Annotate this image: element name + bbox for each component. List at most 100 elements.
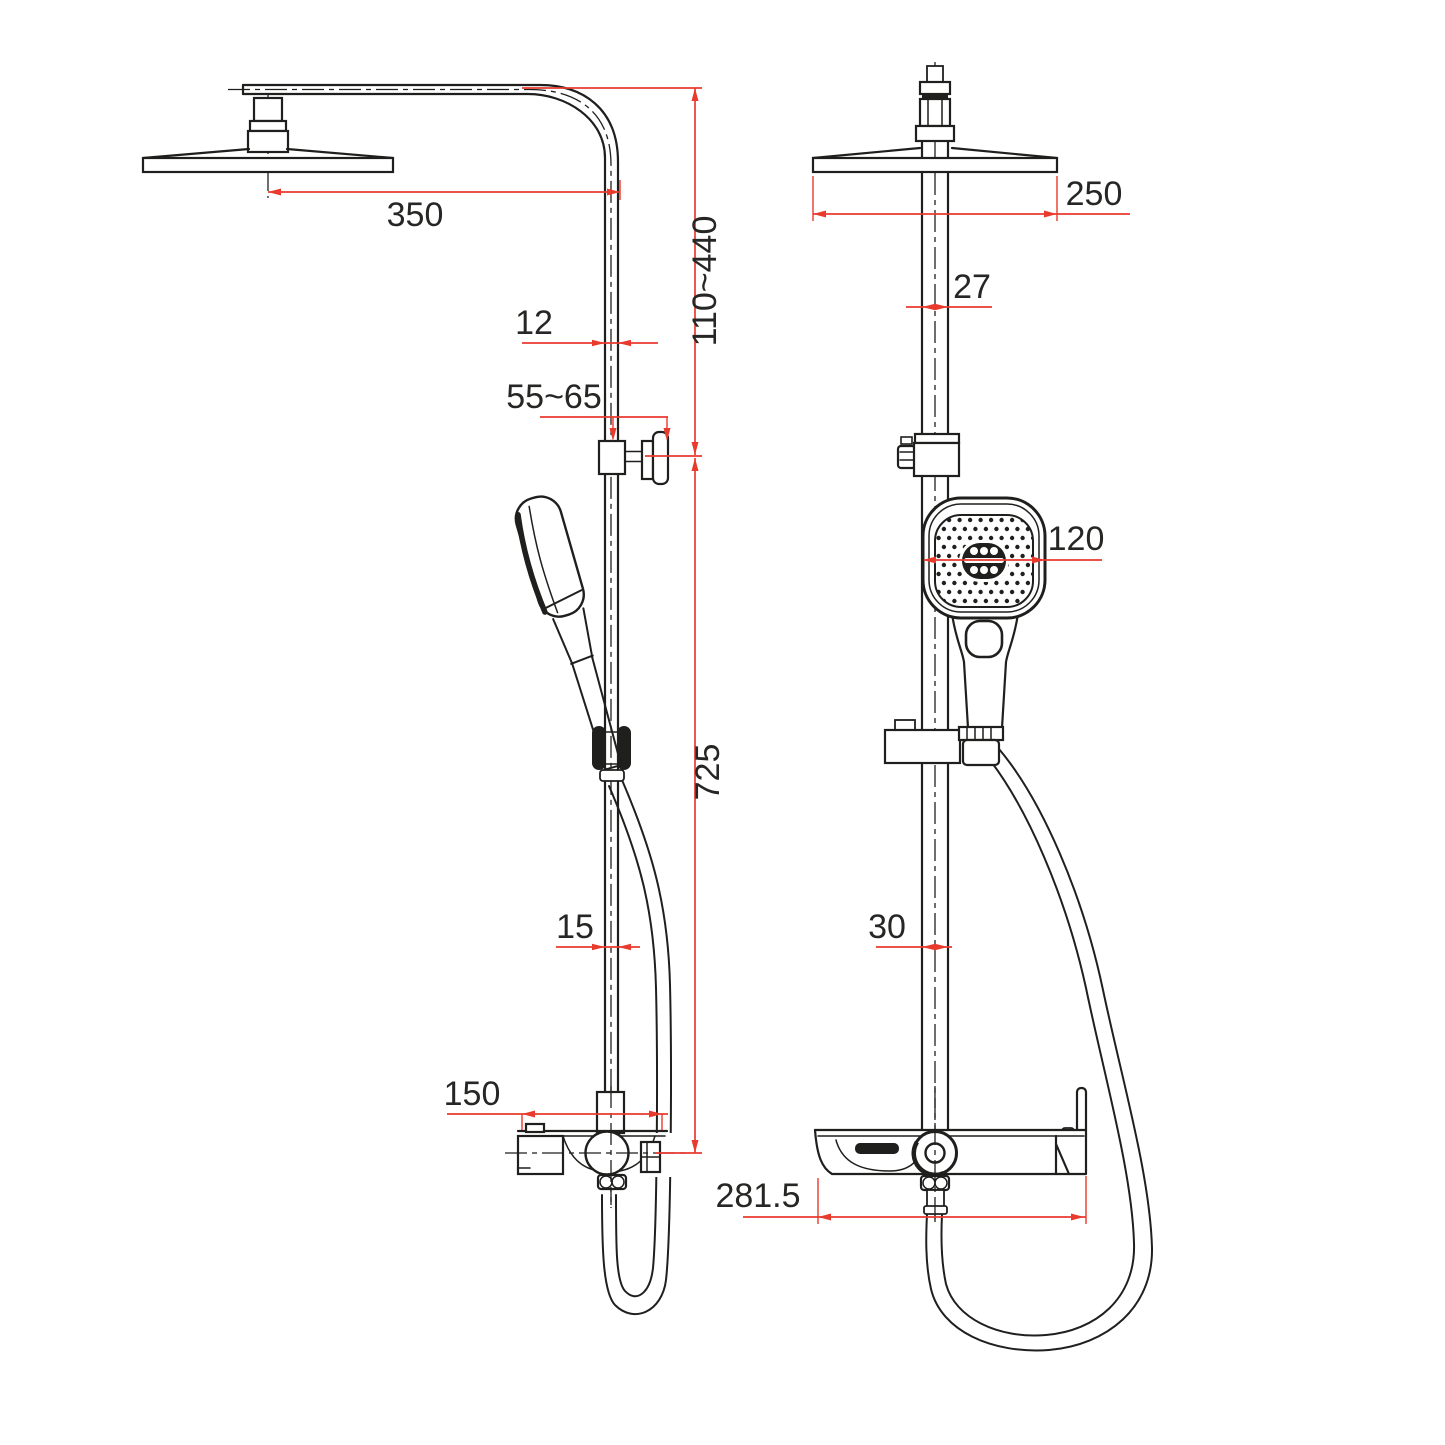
dim-head-width: 250 bbox=[812, 175, 1130, 221]
shower-hose-side bbox=[601, 779, 672, 1316]
bracket-block-front bbox=[912, 441, 961, 478]
connector-stub bbox=[926, 65, 944, 83]
connector-band bbox=[922, 94, 948, 99]
dim-height-range: 110~440 bbox=[522, 87, 724, 455]
wall-bracket-front bbox=[896, 432, 961, 478]
pill-dot-6 bbox=[990, 566, 998, 574]
head-cone-lines-front bbox=[811, 146, 1059, 160]
holder-lower-piece bbox=[599, 769, 625, 782]
head-dome-lines bbox=[141, 147, 395, 160]
bracket-clamp bbox=[597, 439, 627, 476]
dim-label-110-440: 110~440 bbox=[686, 216, 724, 347]
dim-label-150: 150 bbox=[444, 1075, 501, 1113]
dim-lower-pipe-side: 15 bbox=[556, 908, 640, 951]
hand-shower-holder-front bbox=[883, 719, 962, 765]
mixer-valve-side bbox=[516, 1090, 674, 1191]
rain-shower-head-front bbox=[811, 146, 1059, 174]
pill-dot-4 bbox=[970, 566, 978, 574]
head-disc-front bbox=[811, 156, 1059, 174]
dim-label-725: 725 bbox=[689, 744, 727, 801]
rain-shower-head-side bbox=[141, 96, 395, 174]
hose-outer-line bbox=[601, 779, 672, 1316]
arm-inner-line bbox=[241, 92, 607, 1133]
connector-flange bbox=[914, 124, 956, 143]
bracket-knob-lines bbox=[899, 451, 915, 461]
ceiling-connector-front bbox=[914, 65, 956, 143]
shelf-outline bbox=[813, 1128, 1088, 1176]
hose-nut-circle-b bbox=[611, 1175, 625, 1189]
connector-nut bbox=[918, 80, 952, 96]
arm-outer-line bbox=[241, 83, 620, 1133]
dim-label-15: 15 bbox=[556, 908, 594, 946]
dim-hand-shower-width: 120 bbox=[923, 520, 1104, 564]
mixer-left-step bbox=[517, 1167, 564, 1175]
dim-rail-length: 725 bbox=[645, 455, 727, 1154]
pill-dot-1 bbox=[970, 547, 978, 555]
bracket-stem bbox=[624, 450, 643, 463]
hand-shower-back-line bbox=[528, 505, 559, 614]
side-view bbox=[141, 83, 688, 1316]
dim-label-12: 12 bbox=[515, 304, 553, 342]
handle-nut-ticks bbox=[966, 726, 992, 741]
mixer-top-button bbox=[524, 1122, 546, 1134]
handle-nut-band bbox=[957, 725, 1005, 742]
head-disc bbox=[141, 156, 395, 174]
dim-upper-pipe-side: 12 bbox=[515, 304, 658, 347]
shower-hose-front bbox=[925, 748, 1154, 1352]
bracket-wall-plate bbox=[651, 430, 670, 486]
mixer-right-nut-lines bbox=[640, 1141, 661, 1173]
tray-slot bbox=[855, 1143, 899, 1154]
dim-label-30: 30 bbox=[868, 908, 906, 946]
mixer-lever bbox=[1075, 1086, 1088, 1136]
head-connector-ring bbox=[248, 119, 288, 133]
bracket-knob bbox=[896, 444, 917, 470]
bracket-flange bbox=[640, 439, 655, 481]
dim-label-120: 120 bbox=[1048, 520, 1105, 558]
riser-centerline bbox=[228, 88, 612, 1208]
hand-shower-button bbox=[964, 619, 1004, 659]
dim-shelf-width: 281.5 bbox=[715, 1176, 1087, 1224]
dim-label-281-5: 281.5 bbox=[715, 1177, 800, 1215]
wall-bracket-side bbox=[597, 430, 670, 486]
connector-body-lines bbox=[927, 98, 943, 127]
head-connector-nut bbox=[252, 96, 284, 123]
bracket-knob-tab bbox=[900, 436, 913, 445]
pill-dot-3 bbox=[990, 547, 998, 555]
hand-shower-holder-side bbox=[592, 726, 631, 782]
dimensions: 350 110~440 12 55~65 725 15 bbox=[268, 87, 1130, 1224]
dim-lower-pipe-front: 30 bbox=[868, 908, 952, 951]
hand-shower-face-inner-ring bbox=[928, 503, 1040, 613]
handle-hose-fitting bbox=[961, 738, 1001, 767]
hand-shower-front bbox=[921, 496, 1047, 767]
dim-label-250: 250 bbox=[1066, 175, 1123, 213]
dim-mixer-depth: 150 bbox=[444, 1075, 668, 1130]
hose-front-outer bbox=[925, 748, 1154, 1352]
hand-shower-head-side bbox=[514, 495, 585, 618]
connector-body bbox=[918, 97, 952, 128]
side-view-centerlines bbox=[228, 88, 612, 1208]
pill-dot-2 bbox=[980, 547, 988, 555]
front-view bbox=[811, 62, 1154, 1352]
head-connector-body bbox=[246, 129, 290, 154]
hand-shower-neck-divider bbox=[541, 589, 583, 611]
hose-nut-front-circle-b bbox=[934, 1176, 948, 1190]
hand-shower-neck bbox=[552, 607, 594, 665]
pill-dot-5 bbox=[980, 566, 988, 574]
dim-wall-distance: 55~65 bbox=[506, 378, 671, 441]
dim-upper-pipe-front: 27 bbox=[906, 268, 992, 311]
hand-shower-face-edge bbox=[515, 511, 548, 615]
shelf-right-endcap bbox=[1054, 1134, 1071, 1176]
dim-label-27: 27 bbox=[953, 268, 991, 306]
hose-front-inner bbox=[940, 754, 1136, 1337]
mixer-shelf-front bbox=[813, 1086, 1088, 1215]
riser-pipe-front bbox=[920, 139, 950, 1132]
diverter-knob-shade bbox=[911, 1140, 945, 1178]
holder-block-front bbox=[883, 728, 962, 765]
dim-label-350: 350 bbox=[387, 196, 444, 234]
holder-pill-right bbox=[617, 726, 631, 770]
dim-arm-reach: 350 bbox=[268, 180, 621, 234]
hose-inner-line bbox=[608, 785, 658, 1298]
holder-pill-left bbox=[592, 726, 606, 770]
